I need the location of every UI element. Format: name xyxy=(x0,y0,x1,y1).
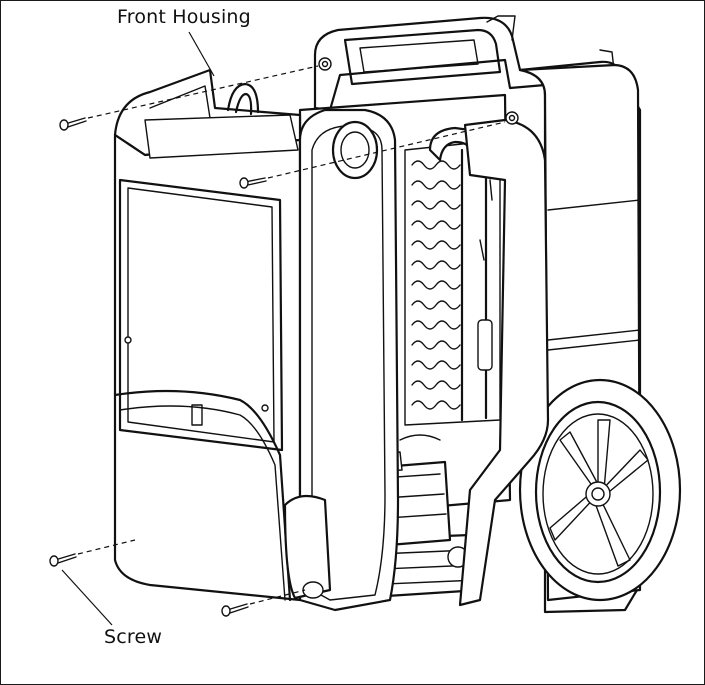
wheel xyxy=(518,378,682,602)
screw-holes xyxy=(318,57,516,122)
screw-mid xyxy=(239,177,267,189)
screw-top-left xyxy=(59,117,87,131)
screw-bottom-mid xyxy=(221,603,249,617)
guide-lines xyxy=(77,65,506,605)
screws xyxy=(49,117,267,617)
screw-bottom-left xyxy=(49,553,77,567)
front-housing-label: Front Housing xyxy=(117,6,251,28)
screw-label: Screw xyxy=(104,626,163,648)
leader-lines xyxy=(61,31,215,626)
front-housing xyxy=(113,68,550,612)
